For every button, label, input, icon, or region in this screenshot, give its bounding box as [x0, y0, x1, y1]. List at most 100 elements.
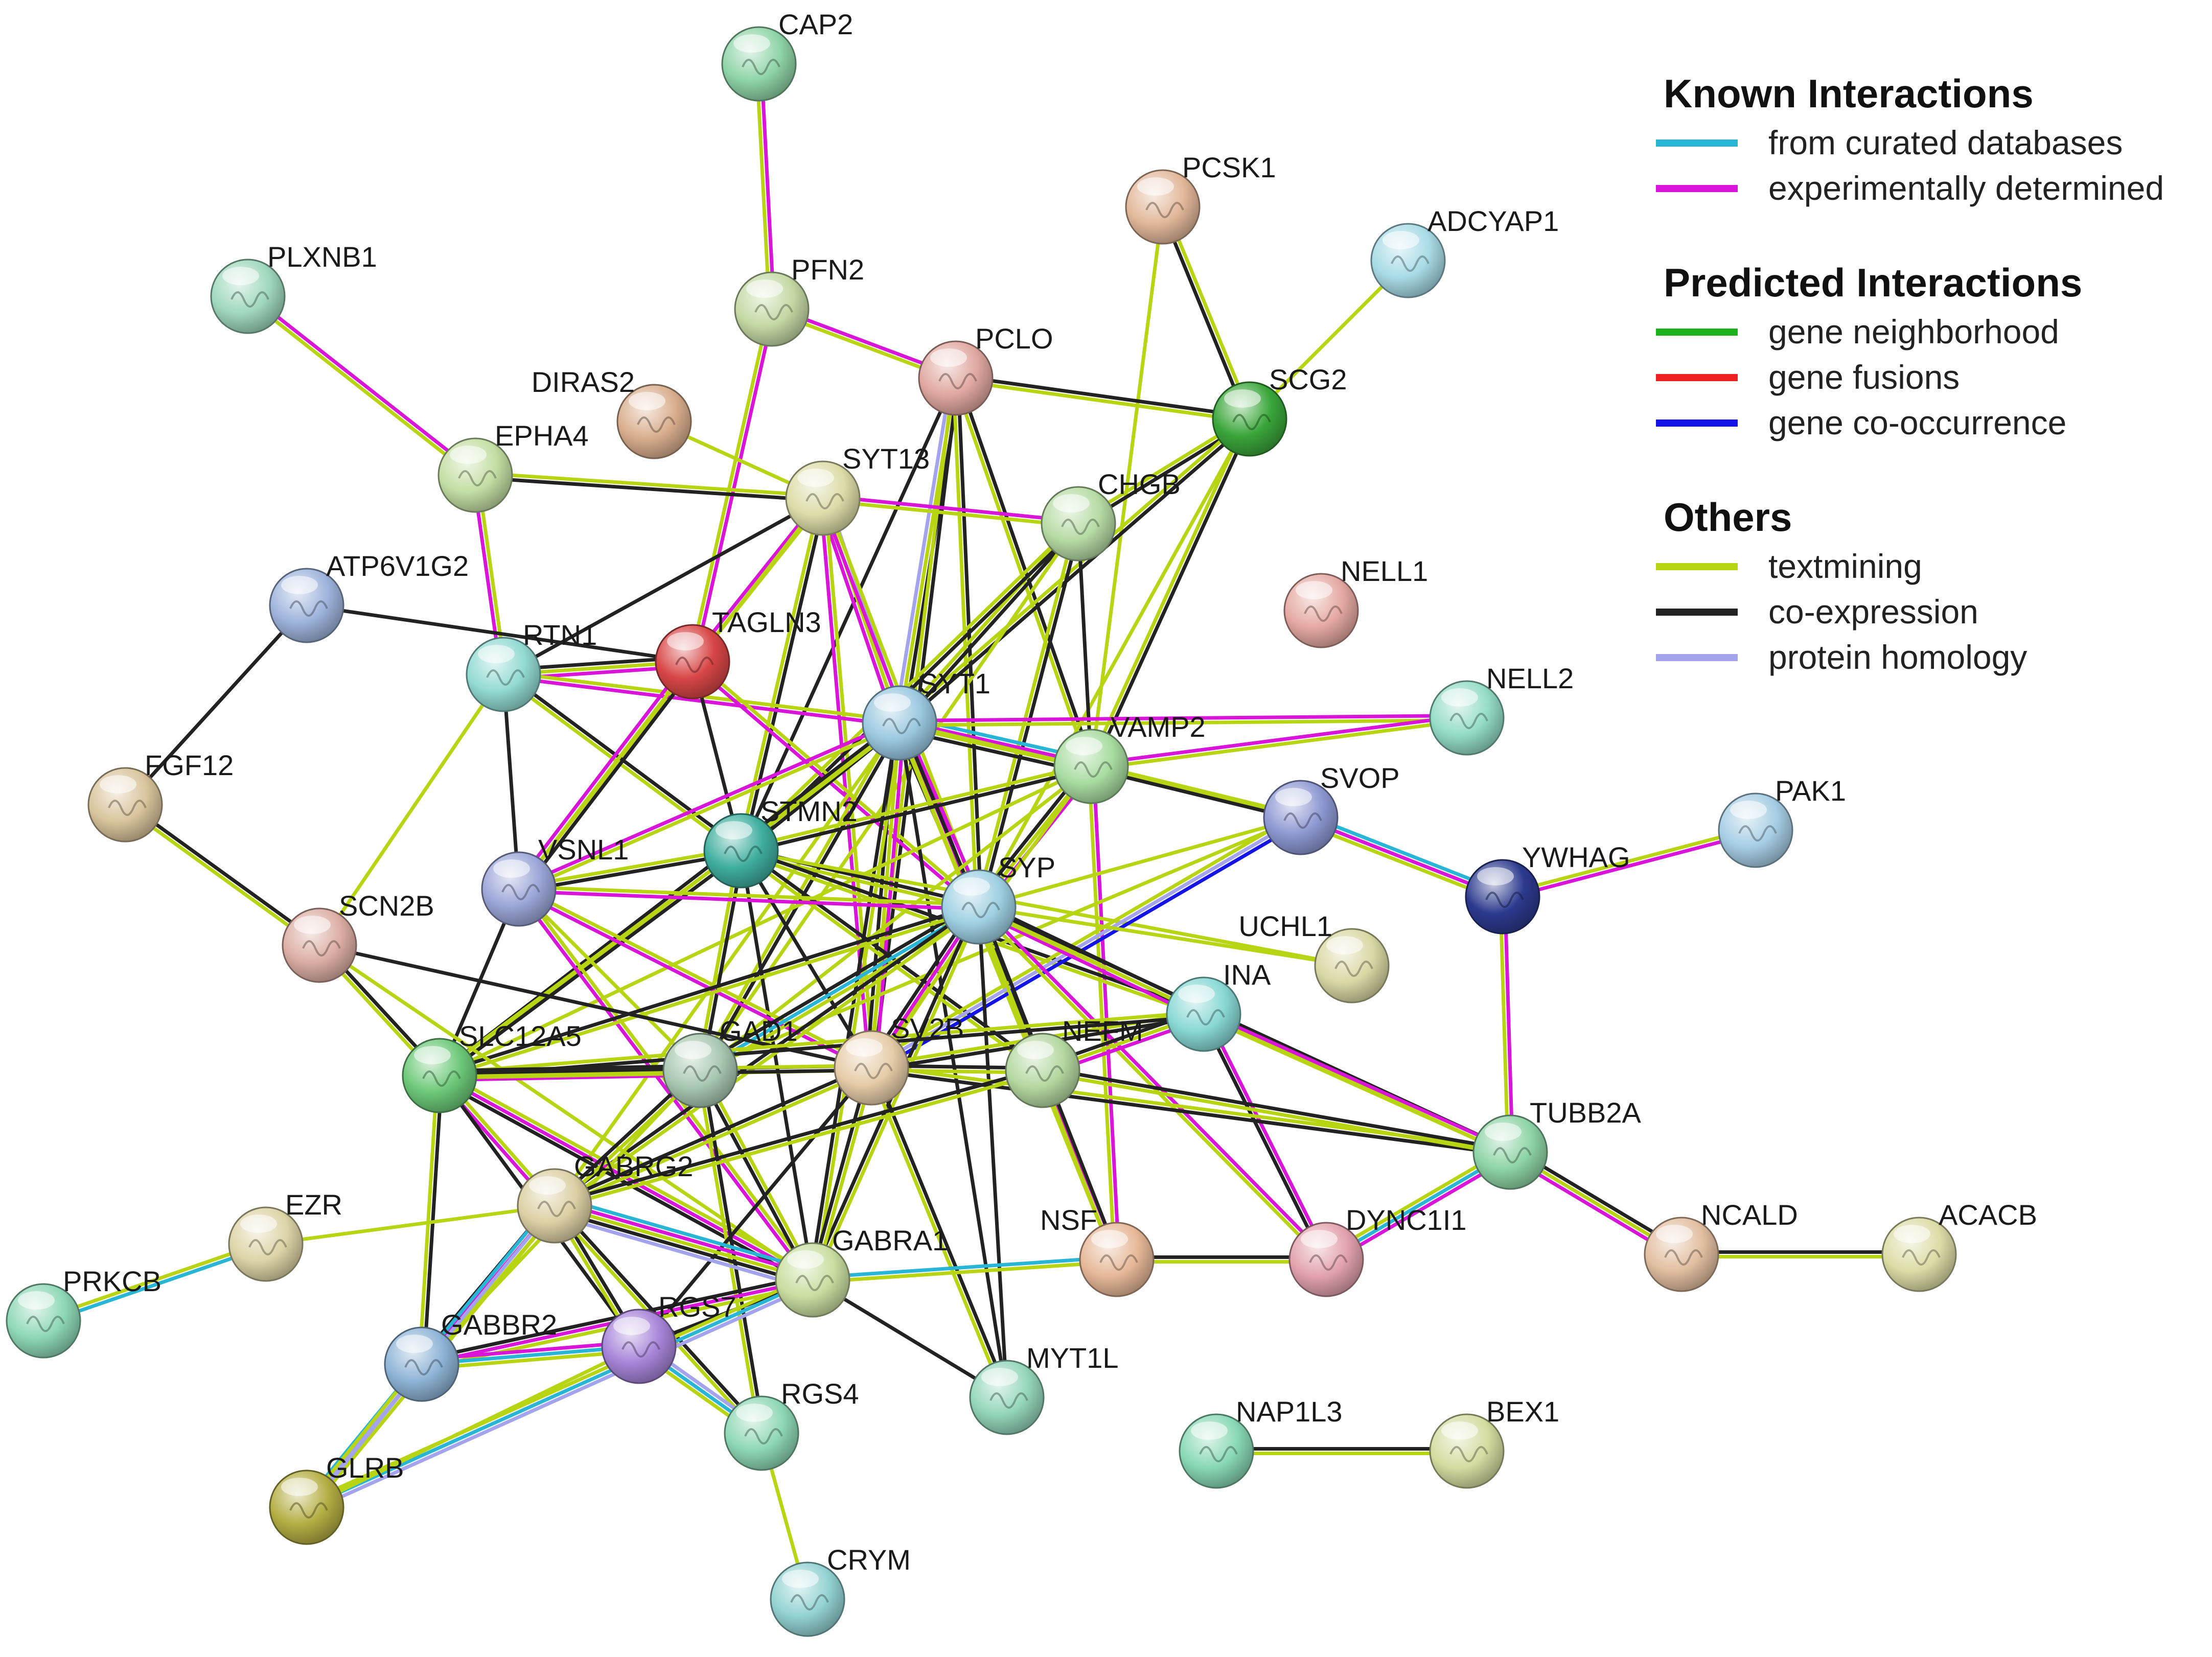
edge-vsnl1-gad1	[517, 888, 702, 1072]
node-label: PFN2	[791, 253, 864, 286]
sphere-highlight	[1894, 1225, 1930, 1243]
node-label: PCLO	[975, 322, 1053, 355]
edge-gabra1-nsf	[812, 1255, 1117, 1284]
legend-item-label: textmining	[1768, 547, 1922, 585]
sphere-highlight	[18, 1291, 55, 1310]
sphere-highlight	[1017, 1041, 1054, 1059]
node-nell1[interactable]: NELL1	[1283, 555, 1428, 648]
node-fgf12[interactable]: FGF12	[87, 749, 234, 843]
node-pclo[interactable]: PCLO	[918, 322, 1053, 416]
node-myt1l[interactable]: MYT1L	[969, 1342, 1119, 1435]
node-ncald[interactable]: NCALD	[1644, 1199, 1798, 1292]
node-rgs4[interactable]: RGS4	[724, 1378, 859, 1471]
sphere-highlight	[529, 1176, 566, 1195]
node-label: YWHAG	[1522, 841, 1630, 873]
node-nsf[interactable]: NSF	[1040, 1204, 1155, 1297]
node-atp6v1g2[interactable]: ATP6V1G2	[269, 550, 469, 643]
node-gabbr2[interactable]: GABBR2	[384, 1309, 557, 1402]
sphere-highlight	[981, 1368, 1018, 1386]
structure-icon	[458, 470, 497, 486]
node-gad1[interactable]: GAD1	[662, 1015, 798, 1108]
node-syp[interactable]: SYP	[941, 851, 1055, 945]
node-vsnl1[interactable]: VSNL1	[481, 833, 629, 927]
node-scn2b[interactable]: SCN2B	[282, 890, 434, 983]
node-nell2[interactable]: NELL2	[1429, 662, 1574, 756]
node-ina[interactable]: INA	[1166, 959, 1271, 1052]
sphere-highlight	[1091, 1230, 1128, 1248]
edge-pclo-scg2	[955, 374, 1251, 423]
sphere-highlight	[716, 821, 752, 839]
node-gabrg2[interactable]: GABRG2	[517, 1150, 693, 1244]
node-dync1i1[interactable]: DYNC1I1	[1288, 1204, 1467, 1297]
node-prkcb[interactable]: PRKCB	[6, 1265, 162, 1359]
structure-icon	[744, 1428, 783, 1444]
node-slc12a5[interactable]: SLC12A5	[402, 1020, 582, 1113]
structure-icon	[1664, 1249, 1703, 1266]
node-acacb[interactable]: ACACB	[1881, 1199, 2037, 1292]
sphere-highlight	[953, 877, 990, 896]
structure-icon	[1304, 605, 1343, 622]
node-cap2[interactable]: CAP2	[721, 8, 853, 102]
node-svop[interactable]: SVOP	[1263, 762, 1400, 855]
edge-sv2b-gabrg2	[552, 1064, 873, 1210]
node-tubb2a[interactable]: TUBB2A	[1472, 1096, 1641, 1190]
node-stmn2[interactable]: STMN2	[703, 795, 858, 889]
node-syt13[interactable]: SYT13	[785, 442, 930, 536]
edge-nap1l3-bex1	[1216, 1447, 1467, 1455]
node-bex1[interactable]: BEX1	[1429, 1395, 1559, 1489]
node-pfn2[interactable]: PFN2	[734, 253, 864, 347]
sphere-highlight	[736, 1404, 773, 1422]
legend-item-label: gene co-occurrence	[1768, 404, 2066, 441]
edge-vsnl1-sv2b	[517, 885, 873, 1072]
structure-icon	[790, 1594, 829, 1611]
node-ezr[interactable]: EZR	[228, 1188, 342, 1282]
node-pak1[interactable]: PAK1	[1718, 775, 1846, 868]
node-nefm[interactable]: NEFM	[1005, 1015, 1143, 1108]
sphere-highlight	[478, 645, 515, 663]
node-rgs7[interactable]: RGS7	[601, 1291, 736, 1384]
node-pcsk1[interactable]: PCSK1	[1125, 151, 1276, 245]
edge-syt1-myt1l	[897, 722, 1009, 1398]
node-adcyap1[interactable]: ADCYAP1	[1370, 205, 1559, 298]
node-vamp2[interactable]: VAMP2	[1053, 711, 1206, 804]
sphere-highlight	[1441, 1421, 1478, 1440]
structure-icon	[1485, 892, 1524, 908]
edge-rgs7-glrb	[306, 1344, 640, 1509]
legend-item-label: gene fusions	[1768, 358, 1960, 396]
sphere-highlight	[414, 1046, 451, 1064]
node-epha4[interactable]: EPHA4	[437, 419, 589, 513]
node-sv2b[interactable]: SV2B	[834, 1012, 964, 1106]
legend-section-title: Others	[1664, 495, 1792, 540]
legend-section-title: Predicted Interactions	[1664, 260, 2082, 305]
node-scg2[interactable]: SCG2	[1212, 363, 1347, 457]
node-label: CAP2	[778, 8, 853, 40]
node-crym[interactable]: CRYM	[770, 1544, 911, 1637]
sphere-highlight	[846, 1038, 883, 1057]
node-plxnb1[interactable]: PLXNB1	[210, 241, 377, 334]
edge-syp-uchl1	[978, 905, 1352, 968]
node-nap1l3[interactable]: NAP1L3	[1179, 1395, 1343, 1489]
node-label: TUBB2A	[1530, 1096, 1641, 1129]
node-uchl1[interactable]: UCHL1	[1238, 910, 1390, 1003]
node-label: BEX1	[1486, 1395, 1559, 1428]
node-label: PCSK1	[1182, 151, 1276, 183]
edge-stmn2-uchl1	[741, 849, 1352, 968]
sphere-highlight	[222, 267, 259, 285]
node-label: GAD1	[720, 1015, 798, 1047]
node-rtn1[interactable]: RTN1	[466, 619, 597, 712]
node-ywhag[interactable]: YWHAG	[1465, 841, 1630, 935]
node-gabra1[interactable]: GABRA1	[775, 1224, 948, 1318]
sphere-highlight	[874, 693, 911, 712]
edge-nefm-gabrg2	[553, 1066, 1044, 1210]
node-tagln3[interactable]: TAGLN3	[655, 606, 821, 699]
node-glrb[interactable]: GLRB	[269, 1452, 404, 1545]
structure-icon	[989, 1392, 1028, 1409]
node-chgb[interactable]: CHGB	[1041, 468, 1181, 562]
edge-tagln3-syp	[689, 658, 982, 911]
node-diras2[interactable]: DIRAS2	[532, 366, 692, 459]
edge-scg2-syp	[977, 418, 1252, 908]
sphere-highlight	[1191, 1421, 1228, 1440]
node-syt1[interactable]: SYT1	[862, 667, 990, 761]
edge-sv2b-rgs7	[637, 1066, 873, 1348]
structure-icon	[1186, 1009, 1225, 1025]
